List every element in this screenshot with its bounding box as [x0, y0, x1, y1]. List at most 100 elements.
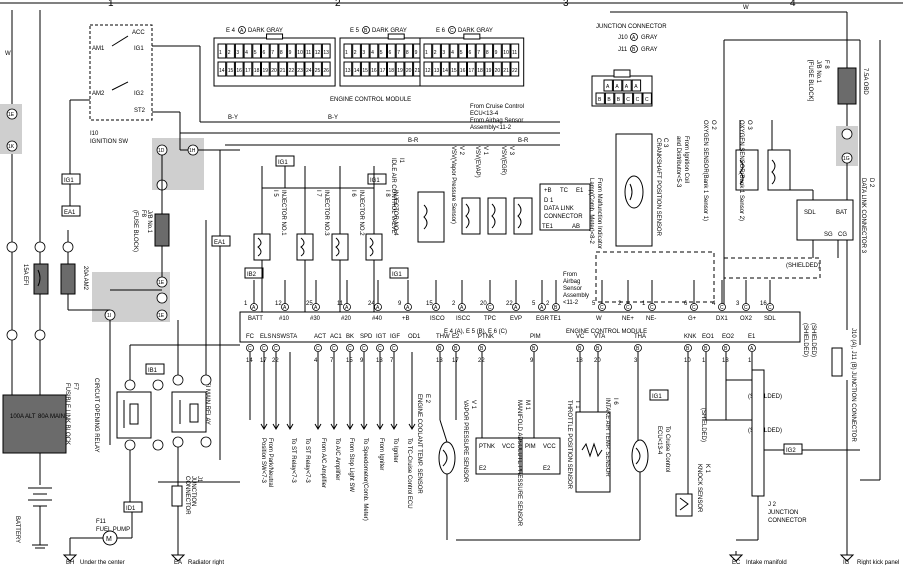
fuse-efi-label: 15A EFI: [22, 264, 28, 286]
connector-pin-number: 3: [442, 50, 445, 56]
injector-name: INJECTOR NO.2: [358, 190, 364, 236]
ecm-pin-conn: [314, 344, 322, 352]
fusible-link-name: FUSIBLE LINK BLOCK: [64, 383, 70, 445]
dlc-pin-te1: TE1: [542, 224, 554, 230]
connector-pin-number: 10: [297, 50, 303, 56]
connector-cavity: [378, 43, 387, 59]
arrow-icon: [314, 423, 322, 430]
o2s2-id: O 3: [746, 120, 752, 130]
connector-cavity: [475, 61, 485, 77]
ecm-pin-number: 6: [684, 301, 688, 307]
connector-pin-number: 18: [389, 68, 395, 74]
ecm-pin-number: 9: [398, 301, 402, 307]
connector-pin-number: 21: [503, 68, 509, 74]
ecm-pin-name: FC: [246, 334, 255, 340]
ecm-pin-name: OX2: [740, 316, 753, 322]
ecm-pin-conn: [530, 344, 538, 352]
column-marker: 4: [790, 0, 796, 9]
connector-pin-number: 4: [451, 50, 454, 56]
ecm-pin-conn: [624, 303, 632, 311]
connector-cavity: [234, 43, 244, 59]
ground-icon: [170, 554, 186, 562]
vsv-egr-id: V 3: [508, 146, 514, 156]
connector-pin-number: 10: [503, 50, 509, 56]
connector-pin-number: 5: [380, 50, 383, 56]
ground-code: EA: [174, 560, 182, 565]
connector-cavity: [360, 43, 370, 59]
junction-1d: 1D: [158, 148, 165, 154]
ecm-pin-name: #20: [341, 316, 352, 322]
dlc3-pin-sdl: SDL: [804, 210, 816, 216]
ecm-pin-conn: [360, 344, 368, 352]
connector-latch: [387, 33, 405, 40]
fuse-am2-label: 20A AM2: [82, 266, 88, 291]
dlc-name2: CONNECTOR: [544, 214, 583, 220]
ecm-pin-conn-letter: A: [434, 305, 438, 311]
connector-cavity: [484, 43, 494, 59]
ecm-pin-conn: [684, 344, 692, 352]
conn-ib1: IB1: [148, 368, 158, 374]
note-airbag-b5: <11-2: [563, 300, 579, 306]
ecm-pin-conn: [594, 344, 602, 352]
connector-cavity: [501, 61, 511, 77]
ecm-pin-conn-letter: A: [514, 305, 518, 311]
ecm-pin-conn: [648, 303, 656, 311]
note-ign-coil: From Ignition Coil: [683, 136, 689, 183]
ecm-pin-conn-letter: B: [480, 346, 484, 352]
ground-icon: [839, 554, 855, 562]
connector-pin-number: 6: [263, 50, 266, 56]
connector-cavity: [378, 61, 387, 77]
junction-1g: 1G: [843, 156, 850, 162]
injector-body: [253, 233, 271, 261]
connector-cavity: [440, 43, 450, 59]
connector-cavity: [269, 61, 279, 77]
ecm-pin-conn-letter: A: [345, 305, 349, 311]
note-to-cruise2: ECU<13-4: [656, 426, 662, 455]
conn-ea1: EA1: [64, 210, 76, 216]
injector-id: I 5: [272, 190, 278, 197]
ecm-pin-name: BATT: [248, 316, 263, 322]
connector-cavity: [493, 61, 502, 77]
connector-cavity: [321, 61, 331, 77]
map-pin-e2: E2: [543, 466, 551, 472]
column-marker: 3: [563, 0, 569, 9]
ign-sw-am1: AM1: [92, 46, 105, 52]
fuse-igsw-name2: (FUSE BLOCK): [132, 210, 138, 252]
fuel-pump-name: FUEL PUMP: [96, 527, 130, 533]
junction-j11-color: GRAY: [641, 47, 658, 53]
ecm-pin-number: 12: [275, 301, 282, 307]
ecm-pin-name: THW: [436, 334, 450, 340]
ign-sw-id: I10: [90, 131, 99, 137]
junction-j10-pin: A: [632, 35, 636, 41]
connector-cavity: [243, 43, 253, 59]
map-pin-pim: PIM: [525, 444, 536, 450]
connector-pin-number: 20: [271, 68, 277, 74]
connector-cavity: [252, 61, 262, 77]
fuse-igsw-name1: J/B No.1: [146, 210, 152, 234]
idle-valve-id: I1: [398, 158, 404, 164]
ecm-pin-name: NE-: [646, 316, 656, 322]
junction-cavity: [642, 92, 652, 105]
connector-cavity: [352, 43, 361, 59]
arrow-icon: [260, 423, 268, 430]
junction-cavity: [614, 92, 624, 105]
connector-cavity: [501, 43, 511, 59]
connector-e4-color: DARK GRAY: [248, 28, 283, 34]
junction-connector-title: JUNCTION CONNECTOR: [596, 24, 667, 30]
connector-pin-number: 9: [289, 50, 292, 56]
ecm-pin-conn-letter: B: [554, 305, 558, 311]
vsv-evap-name: VSV(EVAP): [474, 146, 480, 178]
note-st-relay2: To ST Relay<7-3: [304, 438, 310, 483]
note-malfunction: From Malfunction Indicator: [596, 178, 602, 249]
shielded-1: (SHIELDED): [786, 263, 820, 269]
connector-cavity: [493, 43, 502, 59]
connector-pin-number: 15: [451, 68, 457, 74]
junction-cavity: [612, 79, 623, 92]
note-cruise-ecu: From Cruise Control: [470, 104, 524, 110]
ecm-pin-name: +B: [402, 316, 410, 322]
connector-pin-number: 8: [406, 50, 409, 56]
ecm-pin-conn: [702, 344, 710, 352]
ecm-pin-name: E2: [452, 334, 460, 340]
ecm-pin-number: 9: [530, 358, 534, 364]
note-speedometer: To Speedometer(Comb. Meter): [362, 438, 368, 521]
